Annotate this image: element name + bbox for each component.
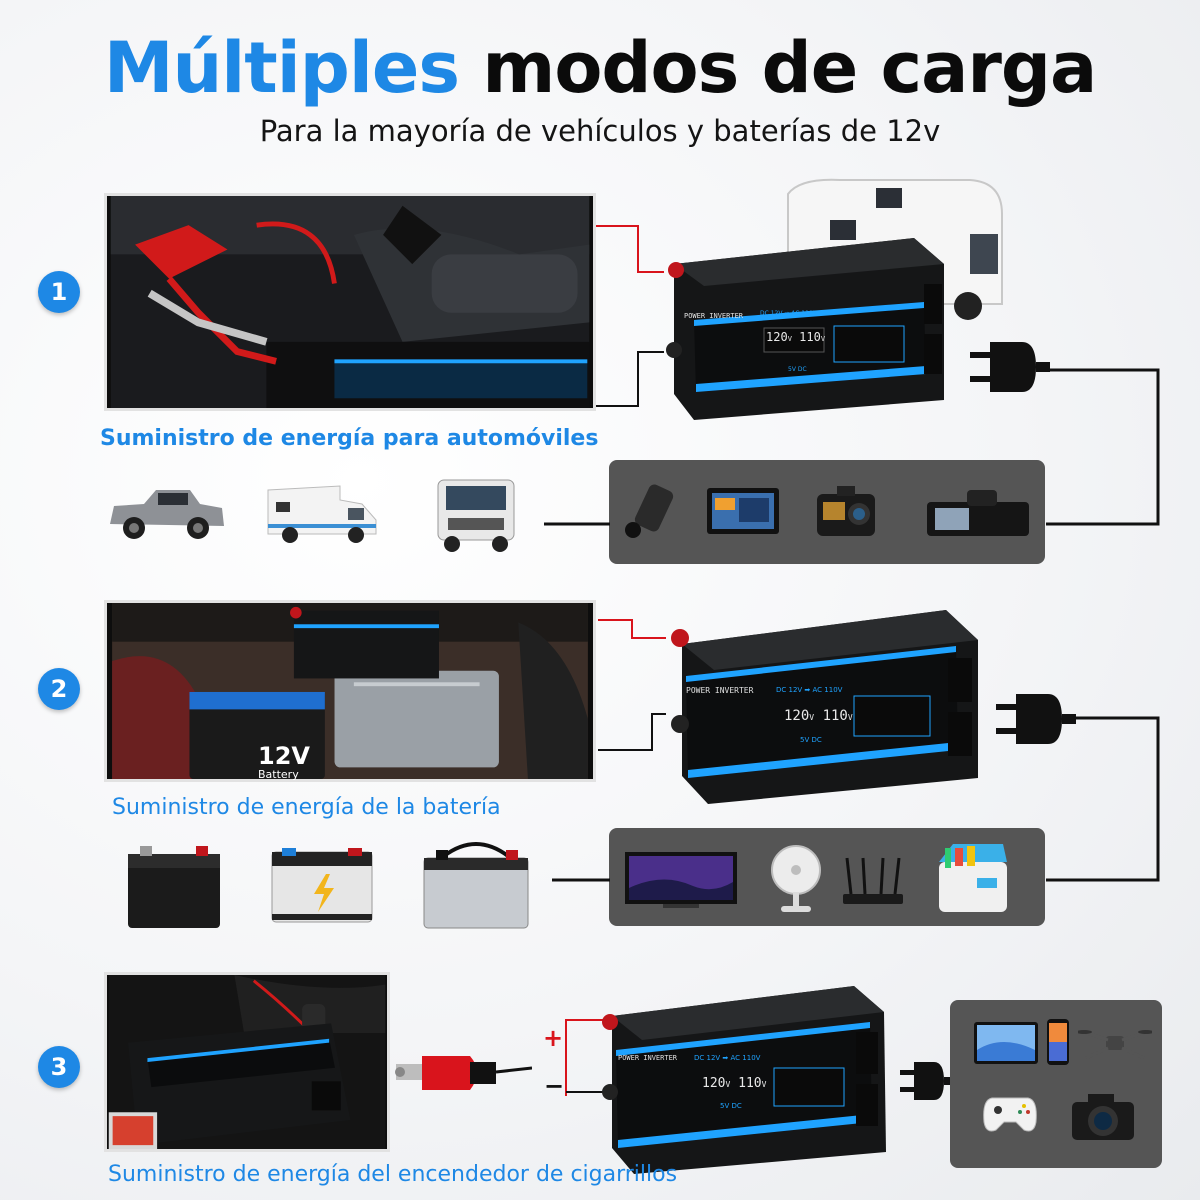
section-2-badge: 2 xyxy=(38,668,80,710)
photo2-battery-sub: Battery xyxy=(258,768,299,781)
title-rest: modos de carga xyxy=(482,27,1097,109)
wifi-router-icon xyxy=(841,854,905,910)
inverter-3-spec: DC 12V ➡ AC 110V xyxy=(694,1054,761,1062)
television-icon xyxy=(623,848,739,910)
game-controller-icon xyxy=(982,1092,1038,1136)
section-3-device-panel xyxy=(950,1000,1162,1168)
mirror-dashcam-icon xyxy=(923,488,1033,540)
tablet-icon xyxy=(972,1020,1042,1070)
inverter-2-display: 120V 110V xyxy=(784,708,853,724)
section-3-plug-icon xyxy=(900,1060,952,1102)
inverter-2-usb: 5V DC xyxy=(800,736,822,744)
section-1-caption: Suministro de energía para automóviles xyxy=(100,426,599,451)
section-3-input-wires xyxy=(565,1019,608,1096)
car-stereo-screen-icon xyxy=(705,484,781,538)
pickup-truck-icon xyxy=(104,478,228,548)
section-2-input-wires xyxy=(598,619,666,751)
section-1-device-panel xyxy=(609,460,1045,564)
negative-sign: − xyxy=(544,1072,565,1100)
camera-icon xyxy=(1068,1090,1138,1142)
section-3-power-inverter xyxy=(594,976,906,1176)
section-1-input-wires xyxy=(596,225,664,407)
photo-car-battery-clamps xyxy=(104,193,596,411)
inverter-1-display: 120V 110V xyxy=(766,330,826,344)
photo-cigarette-lighter-inverter xyxy=(104,972,390,1152)
inverter-1-usb: 5V DC xyxy=(788,366,807,373)
photo2-battery-label: 12V xyxy=(258,742,310,770)
positive-sign: + xyxy=(543,1024,564,1052)
inverter-1-brand: POWER INVERTER xyxy=(684,312,744,320)
car-fridge-icon xyxy=(933,838,1013,916)
section-1-badge: 1 xyxy=(38,271,80,313)
car-battery-icon xyxy=(124,840,224,930)
section-3-caption: Suministro de energía del encendedor de … xyxy=(108,1162,678,1187)
section-1-power-inverter xyxy=(654,224,954,424)
smartphone-icon xyxy=(1046,1018,1070,1068)
section-2-output-wires xyxy=(552,716,1160,882)
desk-fan-icon xyxy=(767,842,825,914)
inverter-3-usb: 5V DC xyxy=(720,1102,742,1110)
semi-truck-icon xyxy=(430,470,522,554)
photo-trunk-battery xyxy=(104,600,596,782)
page-title: Múltiples modos de carga xyxy=(0,26,1200,110)
car-engine-photo-illustration xyxy=(110,196,590,408)
inverter-2-spec: DC 12V ➡ AC 110V xyxy=(776,686,843,694)
section-2-caption: Suministro de energía de la batería xyxy=(112,795,501,820)
inverter-2-brand: POWER INVERTER xyxy=(686,686,754,695)
agm-battery-icon xyxy=(268,846,376,926)
section-2-plug-icon xyxy=(996,692,1076,746)
drone-icon xyxy=(1078,1022,1152,1066)
deep-cycle-battery-icon xyxy=(420,836,532,930)
thermos-heater-icon xyxy=(619,480,681,542)
inverter-3-brand: POWER INVERTER xyxy=(618,1054,678,1062)
trunk-battery-photo-illustration xyxy=(112,603,588,779)
section-2-power-inverter xyxy=(656,600,982,806)
title-highlight: Múltiples xyxy=(103,27,460,109)
section-1-plug-icon xyxy=(970,340,1050,394)
console-inverter-photo-illustration xyxy=(108,975,386,1149)
dash-camera-icon xyxy=(813,484,879,540)
inverter-1-spec: DC 12V ➡ AC 110V xyxy=(760,310,817,317)
inverter-3-display: 120V 110V xyxy=(702,1076,767,1091)
section-3-badge: 3 xyxy=(38,1046,80,1088)
section-2-device-panel xyxy=(609,828,1045,926)
section-1-output-wires xyxy=(544,368,1160,526)
page-subtitle: Para la mayoría de vehículos y baterías … xyxy=(259,114,941,148)
cigarette-lighter-plug-icon xyxy=(392,1038,532,1108)
motorhome-icon xyxy=(262,480,380,546)
